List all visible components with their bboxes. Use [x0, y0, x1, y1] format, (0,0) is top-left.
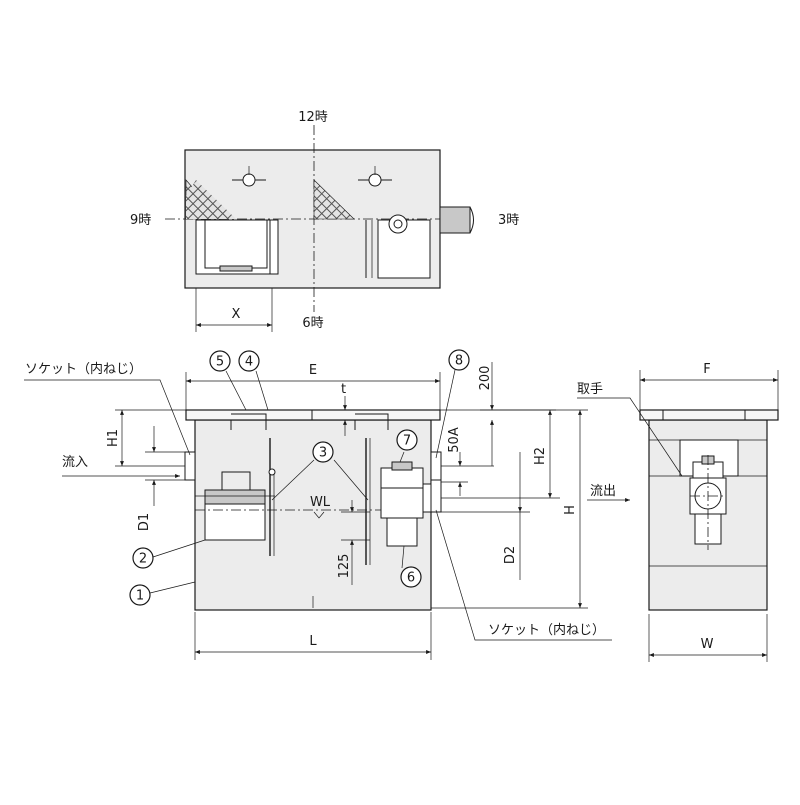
- screen-mesh-left-fill: [186, 180, 236, 219]
- socket-leader-bottom: [435, 509, 612, 641]
- trap-pipe: [386, 517, 418, 547]
- svg-text:7: 7: [403, 434, 411, 449]
- svg-text:3: 3: [319, 446, 327, 461]
- svg-text:4: 4: [245, 355, 253, 370]
- dim-e-label: E: [309, 363, 317, 378]
- lid-handle-right: [358, 166, 392, 187]
- dim-w-label: W: [701, 637, 714, 652]
- callout-8: 8: [448, 349, 470, 371]
- handle-label: 取手: [577, 382, 603, 397]
- top-basket-handle: [219, 265, 253, 272]
- dim-h-label: H: [563, 505, 578, 515]
- front-view: E t 200 50A H2 H D2 H1: [24, 349, 630, 660]
- dim-h1-label: H1: [106, 429, 121, 447]
- callout-4: 4: [238, 350, 260, 372]
- trap-cap: [391, 461, 413, 471]
- outlet-socket: [430, 479, 442, 513]
- inflow-label: 流入: [62, 455, 88, 470]
- dim-h2-label: H2: [533, 447, 548, 465]
- callout-5: 5: [209, 350, 231, 372]
- water-level-marker: [313, 511, 325, 519]
- svg-text:2: 2: [139, 552, 147, 567]
- lid-handle-left: [232, 166, 266, 187]
- top-view: X 12時 3時 6時 9時: [130, 110, 519, 332]
- callout-1: 1: [129, 584, 151, 606]
- svg-text:1: 1: [136, 589, 144, 604]
- callout-5-leader: [225, 370, 247, 411]
- dim-x-label: X: [232, 307, 241, 322]
- front-lid-handle-left: [230, 413, 267, 430]
- screen-mesh-right: [313, 179, 355, 220]
- inlet-socket: [184, 451, 196, 481]
- trap-body: [380, 487, 424, 519]
- callout-7-leader: [399, 451, 405, 463]
- water-level-label: WL: [310, 495, 331, 510]
- outflow-label: 流出: [590, 484, 616, 499]
- dim-f-label: F: [703, 362, 710, 377]
- callout-6-leader: [401, 545, 405, 569]
- dim-200-label: 200: [478, 366, 493, 391]
- trap-top: [380, 467, 424, 489]
- socket-leader-top: [24, 379, 191, 456]
- dim-d2-label: D2: [503, 546, 518, 564]
- callout-3-leader-b: [333, 459, 369, 501]
- svg-text:8: 8: [455, 354, 463, 369]
- front-basket-handle: [221, 471, 251, 490]
- outlet-socket-upper: [430, 451, 442, 481]
- dim-l-label: L: [309, 634, 317, 649]
- side-view: F W 取手: [577, 362, 779, 662]
- dim-125-label: 125: [337, 554, 352, 579]
- dim-50a-label: 50A: [447, 427, 462, 453]
- svg-text:5: 5: [216, 355, 224, 370]
- dim-d1-label: D1: [137, 513, 152, 531]
- callout-8-leader: [435, 369, 456, 459]
- callout-6: 6: [400, 566, 422, 588]
- callout-3-leader-a: [271, 459, 315, 501]
- top-outlet-pipe: [439, 206, 471, 234]
- handle-leader: [577, 397, 683, 477]
- front-lid-handle-right: [354, 413, 389, 430]
- callout-2: 2: [132, 547, 154, 569]
- clock-9-label: 9時: [130, 213, 151, 228]
- socket-label-bottom: ソケット（内ねじ）: [488, 622, 605, 638]
- front-lid: [185, 409, 441, 421]
- socket-label-top: ソケット（内ねじ）: [25, 361, 142, 377]
- callout-3: 3: [312, 441, 334, 463]
- clock-12-label: 12時: [298, 110, 328, 125]
- side-lid: [639, 409, 779, 421]
- top-basket-inner: [204, 219, 268, 269]
- callout-2-leader: [152, 539, 206, 558]
- callout-7: 7: [396, 429, 418, 451]
- clock-3-label: 3時: [498, 213, 519, 228]
- callout-4-leader: [255, 370, 269, 411]
- clock-6-label: 6時: [302, 316, 323, 331]
- svg-text:6: 6: [407, 571, 415, 586]
- callout-1-leader: [149, 581, 196, 594]
- dim-t-label: t: [341, 382, 346, 397]
